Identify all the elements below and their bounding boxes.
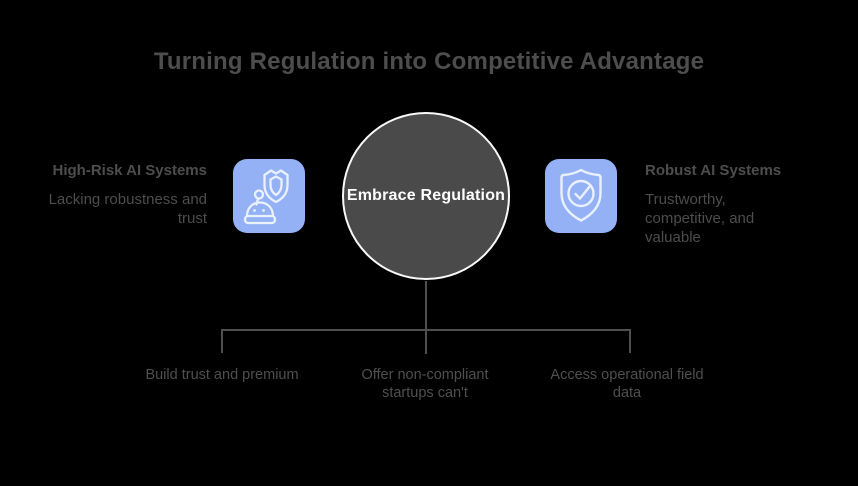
right-node-text: Robust AI Systems Trustworthy, competiti… <box>645 162 805 247</box>
benefit-offer-noncompliant: Offer non-compliant startups can't <box>320 366 530 402</box>
connector-center-stem <box>425 281 427 354</box>
center-node-label: Embrace Regulation <box>346 187 506 204</box>
benefit-line: Build trust and premium <box>145 367 299 383</box>
benefit-build-trust: Build trust and premium <box>117 366 327 384</box>
robust-ai-card <box>545 159 617 233</box>
benefit-access-field-data: Access operational field data <box>522 366 732 402</box>
left-node-text: High-Risk AI Systems Lacking robustness … <box>25 162 207 228</box>
embrace-regulation-node: Embrace Regulation <box>342 112 510 280</box>
high-risk-ai-card <box>233 159 305 233</box>
left-node-body-line: Lacking robustness and <box>48 191 207 208</box>
connector-right-drop <box>629 329 631 353</box>
right-node-body: Trustworthy, competitive, and valuable <box>645 190 805 247</box>
connector-horizontal <box>221 329 631 331</box>
page-title: Turning Regulation into Competitive Adva… <box>153 48 705 75</box>
benefit-line: Offer non-compliant <box>361 367 489 383</box>
benefit-line: Access operational field <box>550 367 704 383</box>
right-node-body-line: competitive, and <box>645 210 755 227</box>
left-node-body-line: trust <box>177 210 207 227</box>
right-node-heading: Robust AI Systems <box>645 162 782 179</box>
benefit-line: startups can't <box>382 385 468 401</box>
right-node-body-line: Trustworthy, <box>645 191 726 208</box>
robot-shield-icon <box>233 159 305 233</box>
connector-left-drop <box>221 329 223 353</box>
left-node-body: Lacking robustness and trust <box>25 190 207 228</box>
shield-check-icon <box>545 159 617 233</box>
benefit-line: data <box>612 385 642 401</box>
left-node-heading: High-Risk AI Systems <box>52 162 208 179</box>
right-node-body-line: valuable <box>645 229 701 246</box>
